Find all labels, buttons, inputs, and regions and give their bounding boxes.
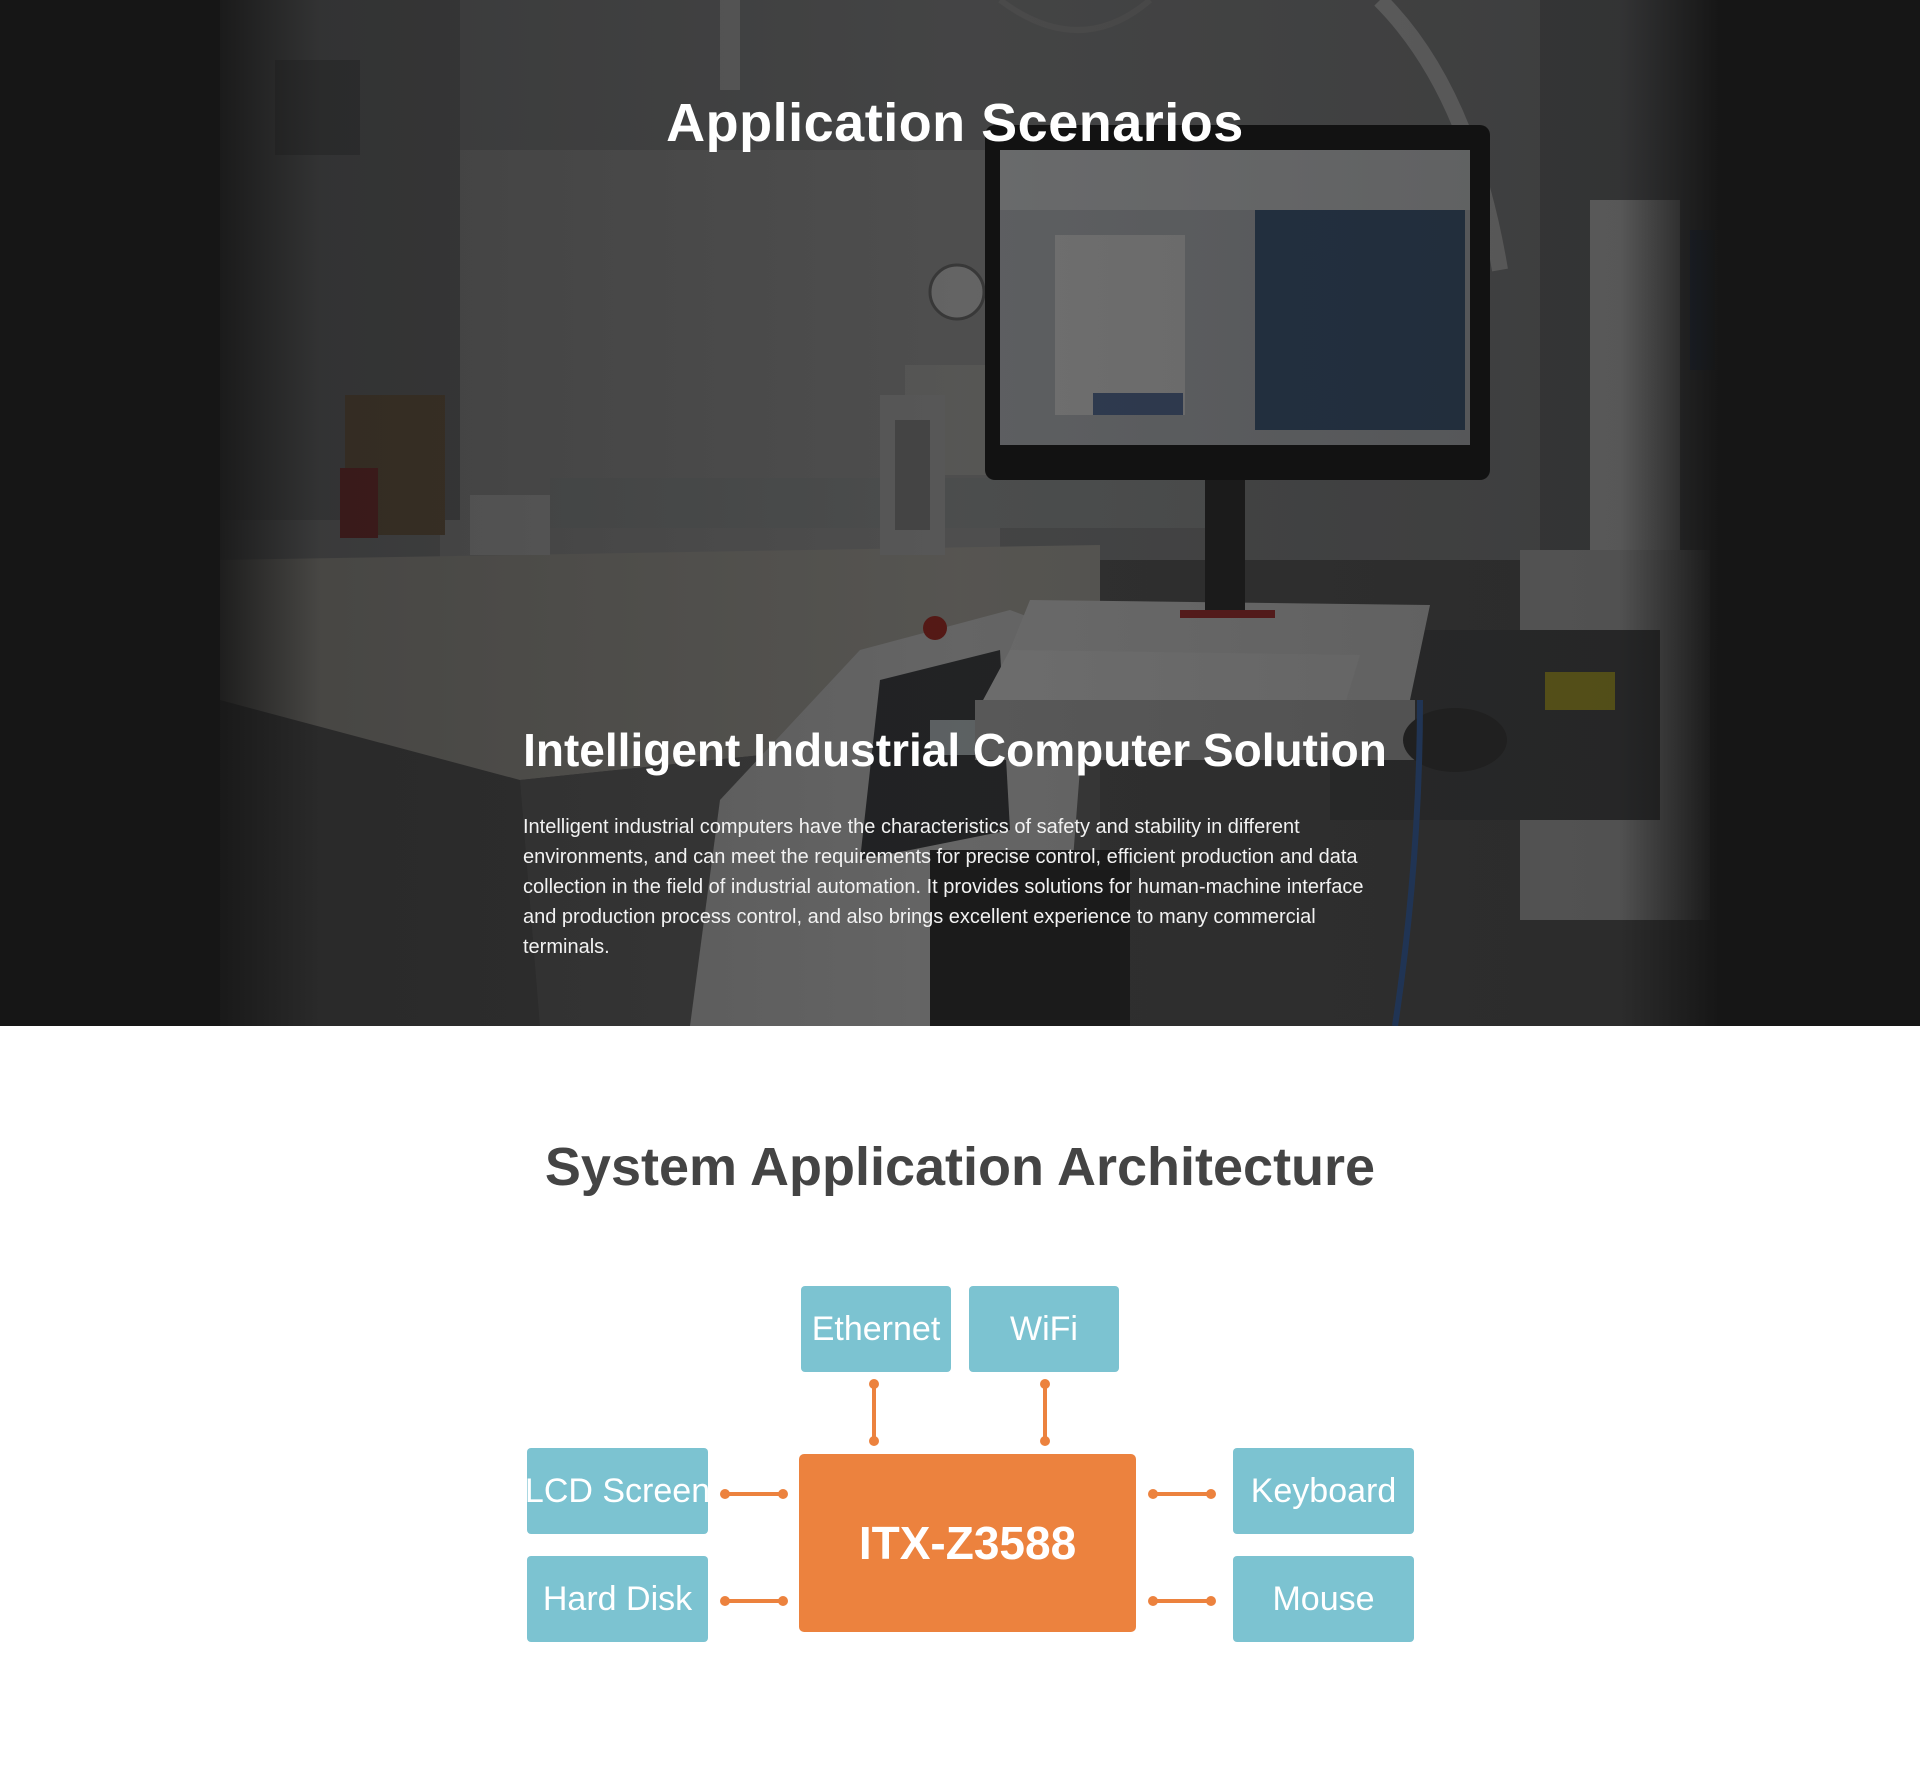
connector-hard-disk: [720, 1596, 788, 1606]
core-board-itx-z3588: ITX-Z3588: [799, 1454, 1136, 1632]
architecture-title: System Application Architecture: [544, 1137, 1376, 1197]
node-mouse: Mouse: [1233, 1556, 1414, 1642]
hero-section: Application Scenarios Intelligent Indust…: [0, 0, 1920, 1026]
node-hard-disk: Hard Disk: [527, 1556, 708, 1642]
node-lcd-screen: LCD Screen: [525, 1448, 710, 1534]
connector-mouse: [1148, 1596, 1216, 1606]
solution-title: Intelligent Industrial Computer Solution: [523, 724, 1387, 776]
solution-description: Intelligent industrial computers have th…: [523, 816, 1364, 958]
connector-lcd: [720, 1489, 788, 1499]
node-keyboard: Keyboard: [1233, 1448, 1414, 1534]
hero-title: Application Scenarios: [666, 93, 1244, 153]
connector-ethernet: [869, 1379, 879, 1446]
connector-keyboard: [1148, 1489, 1216, 1499]
hero-side-vignette: [0, 0, 1920, 1026]
connector-wifi: [1040, 1379, 1050, 1446]
node-ethernet: Ethernet: [801, 1286, 951, 1372]
node-wifi: WiFi: [969, 1286, 1119, 1372]
